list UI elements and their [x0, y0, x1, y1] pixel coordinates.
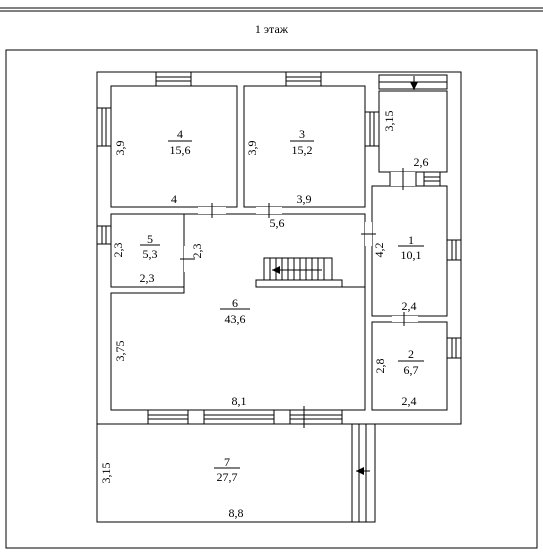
dim-porch-top-height: 3,15 [382, 111, 396, 132]
room-3-area: 15,2 [292, 143, 313, 157]
staircase [263, 257, 333, 281]
dim-room4-width: 4 [171, 192, 177, 206]
room-7-area: 27,7 [217, 470, 238, 484]
window-room6-bottom-center [203, 409, 275, 425]
dim-room3-width: 3,9 [297, 192, 312, 206]
room-1-area: 10,1 [401, 248, 422, 262]
room-1-number: 1 [408, 233, 414, 247]
room-2-number: 2 [408, 347, 414, 361]
door-room2 [392, 316, 418, 322]
dim-room7-height: 3,15 [99, 463, 113, 484]
dim-room6-height: 3,75 [113, 341, 127, 362]
window-room1-right [446, 239, 462, 261]
dim-room1-height: 4,2 [372, 243, 386, 258]
window-corridor-small [423, 171, 441, 187]
window-room5-left [96, 225, 112, 245]
dim-room7-width: 8,8 [229, 506, 244, 520]
window-room2-right [446, 337, 462, 359]
room-6-number: 6 [232, 296, 238, 310]
window-room4-top [155, 71, 192, 87]
dim-room6-width: 8,1 [232, 394, 247, 408]
room-6-area: 43,6 [225, 312, 246, 326]
dim-corridor-height: 2,3 [190, 244, 204, 259]
dim-hall-width: 5,6 [270, 216, 285, 230]
window-room3-top [285, 71, 322, 87]
page-title: 1 этаж [254, 22, 289, 36]
room-2-area: 6,7 [404, 363, 419, 377]
entrance-side-arrow-icon [356, 467, 364, 475]
exterior-wall [96, 71, 462, 425]
dim-porch-top-width: 2,6 [414, 155, 429, 169]
room-5-area: 5,3 [143, 247, 158, 261]
stair-arrow-icon [272, 266, 280, 274]
drawing-frame [5, 49, 538, 549]
window-room3-right [364, 111, 380, 147]
entrance-top-arrow-icon [410, 82, 418, 90]
dim-room1-width: 2,4 [402, 299, 417, 313]
dim-room2-height: 2,8 [373, 359, 387, 374]
room-4-number: 4 [177, 127, 183, 141]
window-room4-left [96, 107, 112, 147]
dim-room5-width: 2,3 [140, 271, 155, 285]
room-3-number: 3 [299, 127, 305, 141]
dim-room3-height: 3,9 [245, 141, 259, 156]
dim-room5-height: 2,3 [111, 243, 125, 258]
dim-room2-width: 2,4 [402, 394, 417, 408]
room-7-number: 7 [224, 455, 230, 469]
staircase-outline [263, 257, 333, 281]
dim-room4-height: 3,9 [113, 141, 127, 156]
room-5-number: 5 [147, 232, 153, 246]
window-room6-bottom-right [289, 409, 343, 425]
room-4-area: 15,6 [170, 143, 191, 157]
window-room6-bottom-left [147, 409, 189, 425]
